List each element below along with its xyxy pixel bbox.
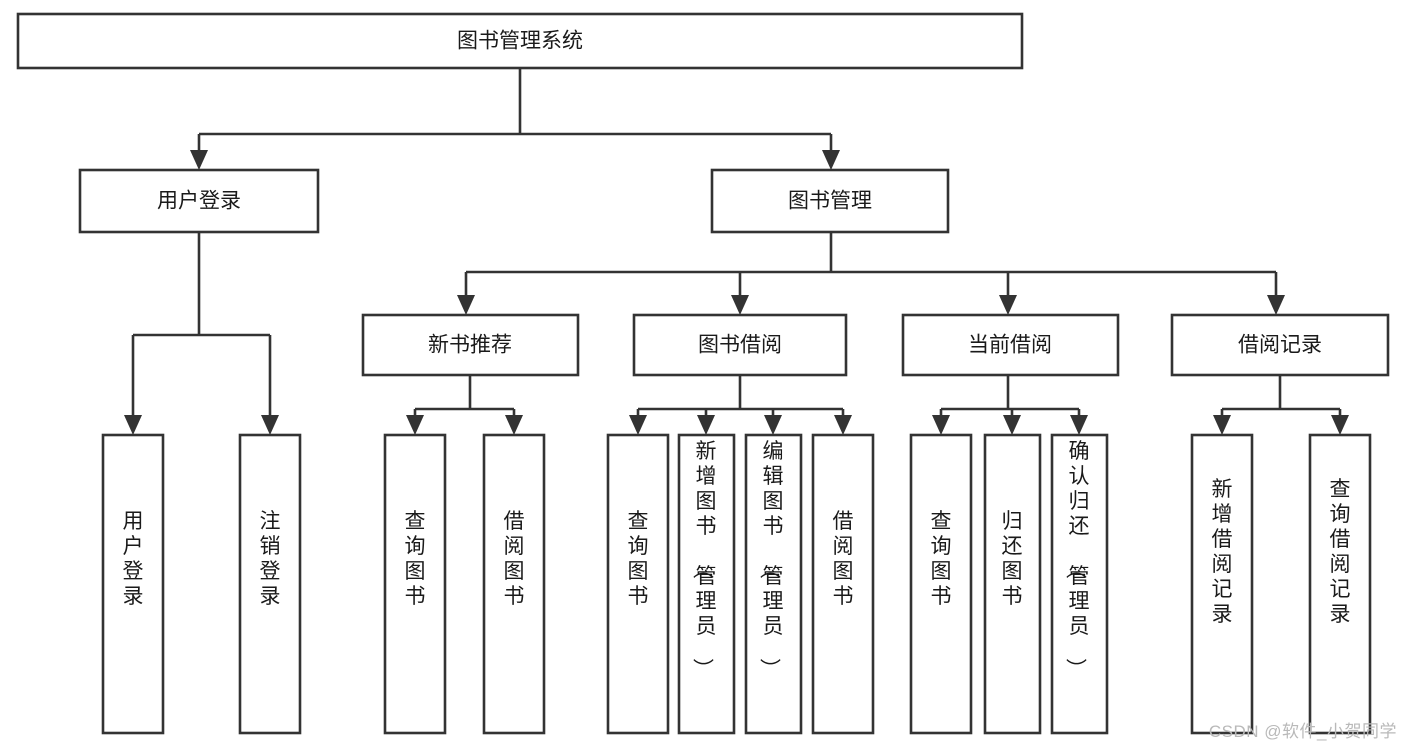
leaf-borrow-book-box[interactable] — [811, 433, 875, 735]
leaf-confirm-return-admin-label: 确认归还（管理员） — [1064, 440, 1090, 679]
node-borrow-records[interactable]: 借阅记录 — [1170, 313, 1390, 377]
leaf-add-borrow-record[interactable]: 新增借阅记录 — [1190, 433, 1254, 735]
node-borrow-records-label: 借阅记录 — [1238, 334, 1322, 357]
leaf-add-book-admin-label: 新增图书（管理员） — [691, 440, 717, 679]
node-book-borrow-label: 图书借阅 — [698, 334, 782, 357]
leaf-query-book-recommend[interactable]: 查询图书 — [383, 433, 447, 735]
arrowhead-current-to-leaf3 — [1070, 415, 1088, 435]
leaf-confirm-return-admin-box[interactable] — [1050, 433, 1109, 735]
node-root-box[interactable] — [16, 12, 1024, 70]
leaf-borrow-book-recommend-box[interactable] — [482, 433, 546, 735]
arrowhead-borrow-to-leaf2 — [697, 415, 715, 435]
node-new-book-recommend[interactable]: 新书推荐 — [361, 313, 580, 377]
arrowhead-current-to-leaf2 — [1003, 415, 1021, 435]
arrowhead-book-mgmt-to-current — [999, 295, 1017, 315]
arrowhead-borrow-to-leaf1 — [629, 415, 647, 435]
node-new-book-recommend-box[interactable] — [361, 313, 580, 377]
leaf-borrow-book-recommend[interactable]: 借阅图书 — [482, 433, 546, 735]
leaf-query-book-current-box[interactable] — [909, 433, 973, 735]
leaf-edit-book-admin-box[interactable] — [744, 433, 803, 735]
arrowhead-new-book-to-leaf2 — [505, 415, 523, 435]
node-root[interactable]: 图书管理系统 — [16, 12, 1024, 70]
node-user-login-box[interactable] — [78, 168, 320, 234]
arrowhead-book-mgmt-to-records — [1267, 295, 1285, 315]
arrowhead-records-to-leaf1 — [1213, 415, 1231, 435]
leaf-query-book-current-label: 查询图书 — [931, 510, 952, 608]
leaf-query-borrow-record-box[interactable] — [1308, 433, 1372, 735]
arrowhead-user-login-to-leaf2 — [261, 415, 279, 435]
node-new-book-recommend-label: 新书推荐 — [428, 334, 512, 357]
arrowhead-current-to-leaf1 — [932, 415, 950, 435]
node-user-login-label: 用户登录 — [157, 190, 241, 213]
arrowhead-borrow-to-leaf4 — [834, 415, 852, 435]
arrowhead-root-to-user-login — [190, 150, 208, 170]
leaf-add-book-admin-box[interactable] — [677, 433, 736, 735]
leaf-query-book-borrow-label: 查询图书 — [628, 510, 649, 608]
node-borrow-records-box[interactable] — [1170, 313, 1390, 377]
leaf-query-book-current[interactable]: 查询图书 — [909, 433, 973, 735]
leaf-logout[interactable]: 注销登录 — [238, 433, 302, 735]
leaf-user-login[interactable]: 用户登录 — [101, 433, 165, 735]
leaf-query-borrow-record-label: 查询借阅记录 — [1330, 478, 1351, 626]
arrowhead-user-login-to-leaf1 — [124, 415, 142, 435]
leaf-query-book-recommend-label: 查询图书 — [405, 510, 426, 608]
node-book-management-label: 图书管理 — [788, 190, 872, 213]
leaf-borrow-book[interactable]: 借阅图书 — [811, 433, 875, 735]
node-current-borrow-box[interactable] — [901, 313, 1120, 377]
connector-layer — [124, 68, 1349, 435]
arrowhead-new-book-to-leaf1 — [406, 415, 424, 435]
leaf-logout-box[interactable] — [238, 433, 302, 735]
leaf-query-book-recommend-box[interactable] — [383, 433, 447, 735]
leaf-add-book-admin[interactable]: 新增图书（管理员） — [677, 433, 736, 735]
leaf-logout-label: 注销登录 — [260, 510, 281, 608]
leaf-query-borrow-record[interactable]: 查询借阅记录 — [1308, 433, 1372, 735]
node-book-management[interactable]: 图书管理 — [710, 168, 950, 234]
arrowhead-book-mgmt-to-new-book — [457, 295, 475, 315]
leaf-borrow-book-label: 借阅图书 — [833, 510, 854, 608]
node-current-borrow[interactable]: 当前借阅 — [901, 313, 1120, 377]
node-book-borrow[interactable]: 图书借阅 — [632, 313, 848, 377]
leaf-return-book-box[interactable] — [983, 433, 1042, 735]
leaf-edit-book-admin[interactable]: 编辑图书（管理员） — [744, 433, 803, 735]
leaf-user-login-label: 用户登录 — [123, 510, 144, 608]
node-root-label: 图书管理系统 — [457, 30, 583, 53]
csdn-watermark: CSDN @软件_小贺同学 — [1208, 722, 1397, 741]
node-book-borrow-box[interactable] — [632, 313, 848, 377]
arrowhead-records-to-leaf2 — [1331, 415, 1349, 435]
leaf-return-book-label: 归还图书 — [1002, 510, 1023, 608]
leaf-borrow-book-recommend-label: 借阅图书 — [504, 510, 525, 608]
leaf-edit-book-admin-label: 编辑图书（管理员） — [758, 440, 784, 679]
leaf-query-book-borrow[interactable]: 查询图书 — [606, 433, 670, 735]
leaf-user-login-box[interactable] — [101, 433, 165, 735]
arrowhead-borrow-to-leaf3 — [764, 415, 782, 435]
leaf-add-borrow-record-box[interactable] — [1190, 433, 1254, 735]
node-current-borrow-label: 当前借阅 — [968, 334, 1052, 357]
leaf-add-borrow-record-label: 新增借阅记录 — [1212, 478, 1233, 626]
leaf-return-book[interactable]: 归还图书 — [983, 433, 1042, 735]
node-book-management-box[interactable] — [710, 168, 950, 234]
node-user-login[interactable]: 用户登录 — [78, 168, 320, 234]
leaf-query-book-borrow-box[interactable] — [606, 433, 670, 735]
leaf-confirm-return-admin[interactable]: 确认归还（管理员） — [1050, 433, 1109, 735]
arrowhead-root-to-book-mgmt — [822, 150, 840, 170]
arrowhead-book-mgmt-to-borrow — [731, 295, 749, 315]
